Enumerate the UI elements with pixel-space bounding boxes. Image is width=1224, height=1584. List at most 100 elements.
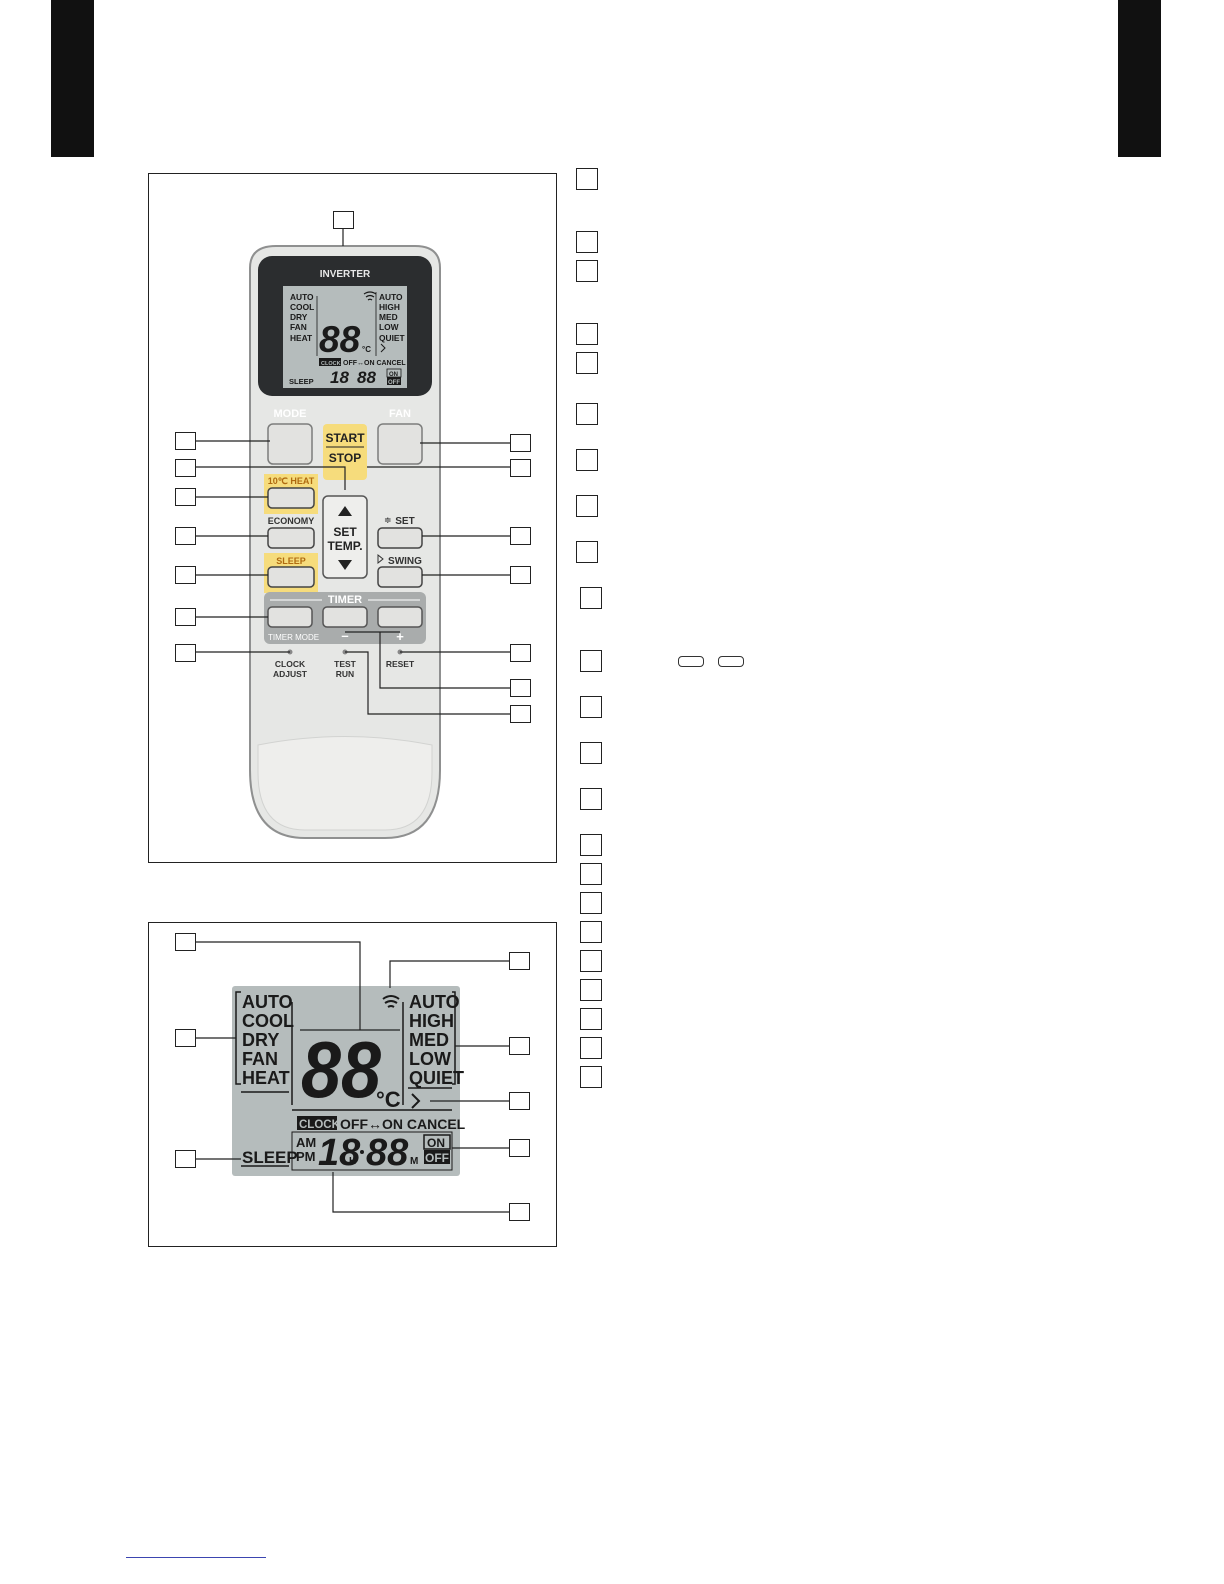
display-mode-dry: DRY — [242, 1030, 279, 1050]
test-run-label-2: RUN — [336, 669, 354, 679]
remote-lcd-fan-auto: AUTO — [379, 292, 403, 302]
set-button[interactable] — [377, 527, 423, 549]
legend-key-22 — [580, 1037, 602, 1059]
remote-lcd-mode-cool: COOL — [290, 302, 314, 312]
fan-button[interactable] — [377, 423, 423, 465]
remote-lcd-timer-status: OFF↔ON CANCEL — [343, 360, 406, 367]
callout-set-button — [510, 527, 531, 545]
remote-lcd-mode-heat: HEAT — [290, 333, 313, 343]
remote-lcd-hours: 18 — [330, 368, 349, 387]
callout-display-onoff — [509, 1139, 530, 1157]
legend-key-11 — [580, 650, 602, 672]
remote-lcd-mode-fan: FAN — [290, 322, 307, 332]
display-temp: 88 — [301, 1025, 381, 1114]
swing-button[interactable] — [377, 566, 423, 588]
display-sleep: SLEEP — [242, 1148, 298, 1167]
footer-link-underline — [126, 1557, 266, 1558]
legend-key-1 — [576, 168, 598, 190]
legend-key-21 — [580, 1008, 602, 1030]
economy-button[interactable] — [267, 527, 315, 549]
callout-remote-top — [333, 211, 354, 229]
remote-lcd-fan-low: LOW — [379, 322, 399, 332]
remote-lcd-fan-med: MED — [379, 312, 398, 322]
display-am: AM — [296, 1135, 316, 1150]
sleep-button[interactable] — [267, 566, 315, 588]
clock-adjust-label-2: ADJUST — [273, 669, 308, 679]
display-unit: °C — [376, 1087, 401, 1112]
remote-lcd-on: ON — [389, 372, 398, 378]
legend-key-20 — [580, 979, 602, 1001]
callout-display-sleep — [175, 1150, 196, 1168]
callout-timer-mode-button — [175, 608, 196, 626]
timer-mode-button[interactable] — [267, 606, 313, 628]
callout-temp-up — [175, 459, 196, 477]
timer-minus-button[interactable] — [322, 606, 368, 628]
plus-label: + — [396, 629, 404, 644]
display-minutes: 88 — [366, 1132, 409, 1174]
callout-display-clock — [509, 1203, 530, 1221]
callout-economy-button — [175, 527, 196, 545]
display-fan-high: HIGH — [409, 1011, 454, 1031]
display-fan-med: MED — [409, 1030, 449, 1050]
remote-control: INVERTER AUTO COOL DRY FAN HEAT AUTO HIG… — [249, 245, 441, 839]
legend-key-5 — [576, 352, 598, 374]
heat10-button[interactable] — [267, 487, 315, 509]
callout-display-swing — [509, 1092, 530, 1110]
left-edge-tab — [51, 0, 94, 157]
swing-label: SWING — [388, 556, 422, 567]
remote-lcd-clock-badge: CLOCK — [321, 361, 341, 367]
display-leader-lines — [196, 941, 509, 1213]
callout-sleep-button — [175, 566, 196, 584]
callout-reset — [510, 644, 531, 662]
remote-lcd-sleep: SLEEP — [289, 377, 314, 386]
legend-key-6 — [576, 403, 598, 425]
display-pm: PM — [296, 1149, 316, 1164]
brand-label: INVERTER — [320, 269, 371, 280]
legend-key-12 — [580, 696, 602, 718]
remote-lcd-mode-dry: DRY — [290, 312, 308, 322]
large-display: AUTO COOL DRY FAN HEAT AUTO HIGH MED LOW… — [232, 986, 466, 1176]
callout-clock-adjust — [175, 644, 196, 662]
legend-key-14 — [580, 788, 602, 810]
display-fan-auto: AUTO — [409, 992, 460, 1012]
display-timer-status: OFF↔ON CANCEL — [340, 1116, 466, 1132]
callout-swing-button — [510, 566, 531, 584]
legend-key-9 — [576, 541, 598, 563]
airflow-icon: ≑ — [384, 515, 392, 525]
legend-key-16 — [580, 863, 602, 885]
legend-key-15 — [580, 834, 602, 856]
legend-key-10 — [580, 587, 602, 609]
set-temp-button[interactable] — [322, 495, 368, 579]
legend-key-8 — [576, 495, 598, 517]
callout-heat10-button — [175, 488, 196, 506]
display-swing-icon — [411, 1093, 421, 1109]
set-temp-label-2: TEMP. — [327, 539, 362, 553]
callout-start-stop — [510, 459, 531, 477]
temp-down-icon — [338, 560, 352, 570]
remote-lcd-fan-high: HIGH — [379, 302, 400, 312]
set-label: SET — [395, 516, 414, 527]
timer-plus-button[interactable] — [377, 606, 423, 628]
legend-key-2 — [576, 231, 598, 253]
display-signal-icon — [382, 995, 400, 1008]
remote-lcd-signal-icon — [363, 291, 377, 301]
start-stop-button[interactable] — [323, 424, 367, 480]
remote-lcd-unit: °C — [362, 345, 371, 354]
legend-key-13 — [580, 742, 602, 764]
remote-lcd-mode-auto: AUTO — [290, 292, 314, 302]
start-label: START — [325, 431, 365, 445]
display-mode-auto: AUTO — [242, 992, 293, 1012]
callout-display-fan — [509, 1037, 530, 1055]
display-off: OFF — [425, 1151, 449, 1165]
remote-lcd-fan-quiet: QUIET — [379, 333, 405, 343]
display-hours-unit: H — [349, 1156, 356, 1167]
display-fan-low: LOW — [409, 1049, 451, 1069]
mode-button[interactable] — [267, 423, 313, 465]
remote-lcd-minutes: 88 — [357, 368, 376, 387]
display-mode-cool: COOL — [242, 1011, 294, 1031]
display-hours: 18 — [318, 1132, 361, 1174]
set-temp-label-1: SET — [333, 525, 357, 539]
display-mode-fan: FAN — [242, 1049, 278, 1069]
display-mode-heat: HEAT — [242, 1068, 290, 1088]
legend-key-7 — [576, 449, 598, 471]
